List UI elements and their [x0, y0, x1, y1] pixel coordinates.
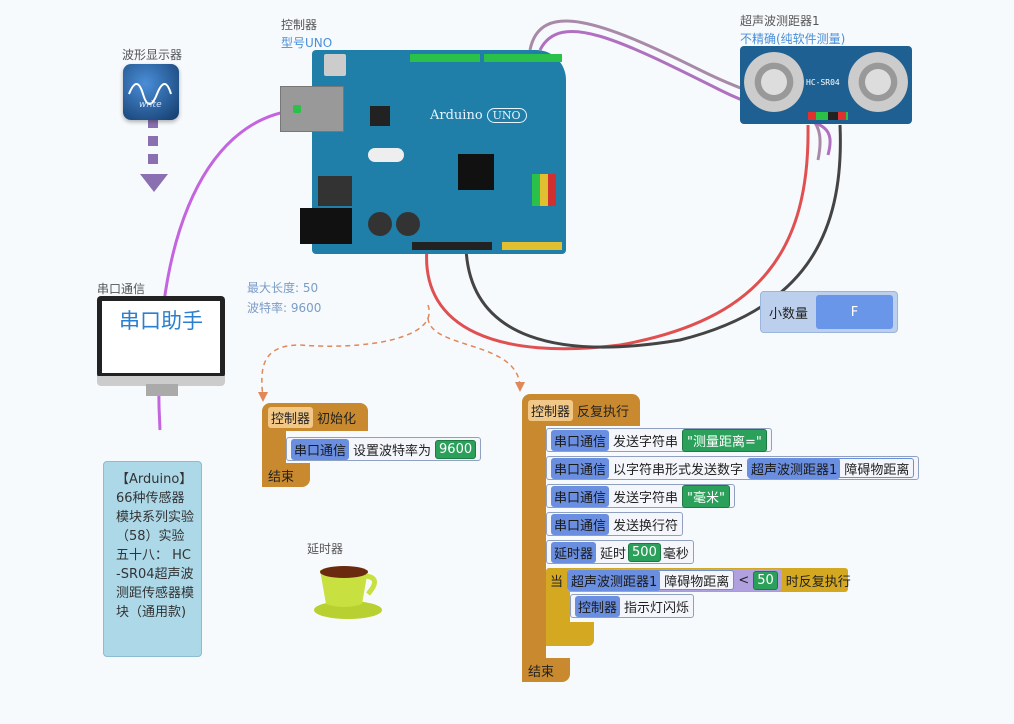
regulator — [318, 176, 352, 206]
flow-arrow-init — [261, 304, 430, 399]
ultrasonic-note: 不精确(纯软件测量) — [740, 32, 846, 46]
reset-button[interactable] — [324, 54, 346, 76]
module-pins — [808, 112, 848, 120]
dash-1 — [148, 118, 158, 128]
waveform-arrow — [140, 174, 168, 192]
init-end: 结束 — [262, 463, 310, 487]
serial-max-length: 最大长度: 50 — [247, 281, 319, 295]
teacup-icon[interactable] — [312, 560, 384, 620]
send-string-block-1[interactable]: 串口通信 发送字符串 "测量距离=" — [546, 428, 772, 452]
decimal-variable[interactable]: 小数量 F — [760, 291, 898, 333]
dash-2 — [148, 136, 158, 146]
send-string-block-2[interactable]: 串口通信 发送字符串 "毫米" — [546, 484, 735, 508]
set-baud-block[interactable]: 串口通信 设置波特率为 9600 — [286, 437, 482, 461]
ultrasonic-module[interactable]: HC-SR04 — [740, 46, 912, 124]
board-name: Arduino — [430, 108, 483, 123]
led-blink-block[interactable]: 控制器 指示灯闪烁 — [570, 594, 695, 618]
description-note[interactable]: 【Arduino】66种传感器模块系列实验（58）实验五十八： HC-SR04超… — [103, 461, 202, 657]
capacitor-2 — [396, 212, 420, 236]
serial-label: 串口通信 — [97, 282, 146, 296]
module-chip-text: HC-SR04 — [806, 78, 840, 87]
decimal-label: 小数量 — [769, 306, 809, 322]
led-grid — [532, 174, 556, 206]
controller-model: 型号UNO — [281, 36, 333, 50]
chip-small — [370, 106, 390, 126]
loop-end: 结束 — [522, 658, 570, 682]
serial-baud: 波特率: 9600 — [247, 301, 322, 315]
serial-screen: 串口助手 — [102, 301, 220, 373]
ultrasonic-label: 超声波测距器1 — [740, 14, 820, 28]
send-newline-block[interactable]: 串口通信 发送换行符 — [546, 512, 684, 536]
controller-label: 控制器 — [281, 18, 318, 32]
usb-port — [280, 86, 344, 132]
usb-pin[interactable] — [293, 105, 301, 113]
monitor-chin — [97, 376, 225, 386]
delay-block[interactable]: 延时器 延时 500 毫秒 — [546, 540, 694, 564]
vcc-wire — [425, 124, 810, 351]
power-jack — [300, 208, 352, 244]
baud-value-input[interactable]: 9600 — [435, 439, 477, 459]
decimal-value[interactable]: F — [816, 295, 893, 329]
echo-wire — [538, 29, 832, 156]
receiver-eye — [848, 52, 908, 112]
digital-header-right — [484, 54, 562, 62]
waveform-label: 波形显示器 — [122, 48, 183, 62]
chip-main — [458, 154, 494, 190]
power-header — [412, 242, 492, 250]
serial-monitor[interactable]: 串口助手 — [97, 296, 225, 378]
dash-3 — [148, 154, 158, 164]
init-block[interactable]: 控制器初始化 串口通信 设置波特率为 9600 结束 — [262, 403, 482, 487]
monitor-stand — [146, 384, 178, 396]
flow-arrowhead-init — [258, 392, 268, 402]
digital-header-left — [410, 54, 480, 62]
init-hat-text: 初始化 — [317, 411, 357, 427]
flow-arrowhead-loop — [515, 382, 525, 392]
capacitor-1 — [368, 212, 392, 236]
init-hat-chip: 控制器 — [268, 406, 314, 428]
delay-label: 延时器 — [307, 542, 344, 556]
arduino-board[interactable]: Arduino UNO — [312, 50, 566, 254]
crystal — [368, 148, 404, 162]
gnd-wire — [464, 124, 842, 349]
loop-block[interactable]: 控制器反复执行 串口通信 发送字符串 "测量距离=" 串口通信 以字符串形式发送… — [522, 394, 920, 682]
flow-arrow-loop — [427, 317, 521, 389]
waveform-icon[interactable]: write — [123, 64, 179, 120]
board-badge: UNO — [486, 108, 527, 123]
transmitter-eye — [744, 52, 804, 112]
analog-header — [502, 242, 562, 250]
